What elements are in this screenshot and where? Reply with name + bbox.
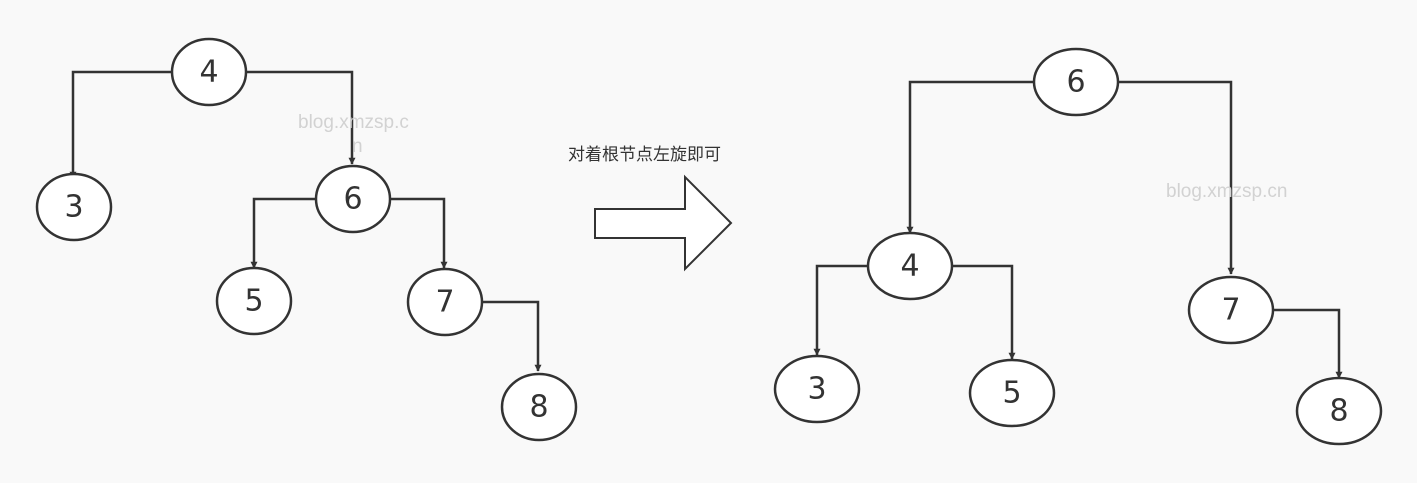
transform-arrow bbox=[594, 174, 733, 272]
rotation-caption: 对着根节点左旋即可 bbox=[568, 145, 721, 165]
after-node-6: 6 bbox=[1032, 47, 1120, 117]
after-node-5: 5 bbox=[968, 358, 1056, 428]
node-label: 5 bbox=[244, 284, 263, 319]
before-node-6: 6 bbox=[314, 164, 392, 234]
node-label: 4 bbox=[199, 55, 218, 90]
watermark: n bbox=[352, 136, 363, 157]
before-edge-6-5 bbox=[250, 197, 317, 269]
before-edge-7-8 bbox=[481, 300, 542, 372]
after-node-4: 4 bbox=[866, 231, 954, 301]
before-node-8: 8 bbox=[500, 372, 578, 442]
node-label: 3 bbox=[807, 372, 826, 407]
node-label: 8 bbox=[1329, 394, 1348, 429]
node-label: 8 bbox=[529, 390, 548, 425]
watermark: blog.xmzsp.c bbox=[298, 112, 409, 133]
after-edge-6-7 bbox=[1117, 80, 1235, 275]
after-edge-7-8 bbox=[1273, 308, 1343, 379]
node-label: 7 bbox=[1221, 293, 1240, 328]
node-label: 7 bbox=[435, 285, 454, 320]
node-label: 5 bbox=[1002, 376, 1021, 411]
before-edge-4-3 bbox=[69, 70, 172, 179]
after-node-8: 8 bbox=[1295, 376, 1383, 446]
before-edge-6-7 bbox=[389, 197, 448, 269]
after-tree: 6 4 7 3 5 8 bbox=[773, 47, 1383, 446]
before-edge-4-6 bbox=[246, 70, 356, 165]
before-node-7: 7 bbox=[406, 267, 484, 337]
before-node-4: 4 bbox=[170, 37, 248, 107]
before-node-5: 5 bbox=[215, 266, 293, 336]
after-edge-4-3 bbox=[813, 264, 868, 356]
before-tree: 4 3 6 5 7 8 bbox=[35, 37, 578, 442]
node-label: 3 bbox=[64, 190, 83, 225]
after-node-3: 3 bbox=[773, 354, 861, 424]
after-node-7: 7 bbox=[1187, 275, 1275, 345]
after-edge-4-5 bbox=[952, 264, 1016, 360]
node-label: 6 bbox=[1066, 65, 1085, 100]
node-label: 4 bbox=[900, 249, 919, 284]
after-edge-6-4 bbox=[906, 80, 1034, 234]
node-label: 6 bbox=[343, 182, 362, 217]
watermark: blog.xmzsp.cn bbox=[1166, 181, 1287, 202]
before-node-3: 3 bbox=[35, 172, 113, 242]
